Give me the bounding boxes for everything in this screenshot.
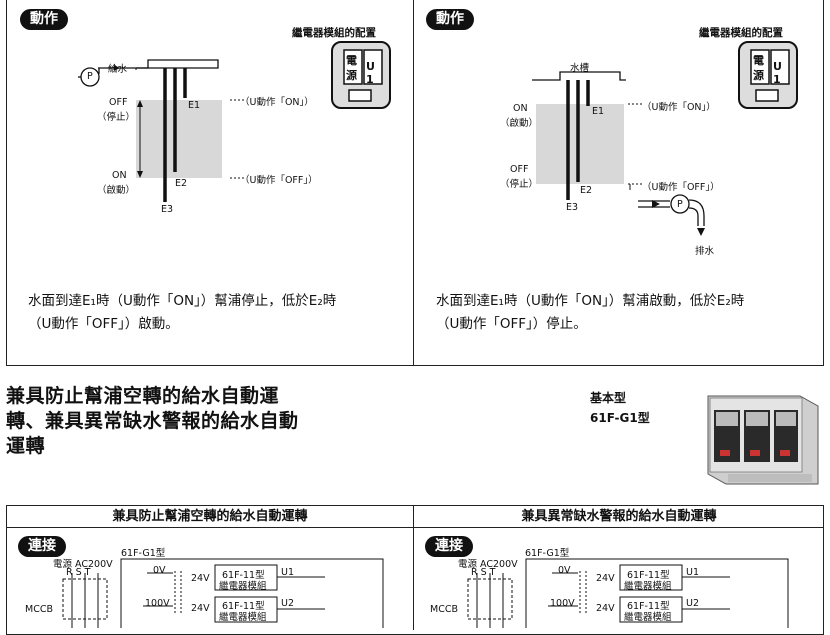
on-sub-label: （啟動） <box>500 118 539 129</box>
supply-label: 給水 <box>108 64 128 75</box>
on-label: ON <box>513 103 528 114</box>
u1-label: U1 <box>281 567 294 578</box>
u-on-label: （U動作「ON」） <box>642 102 716 113</box>
v0-label: 0V <box>558 565 571 576</box>
u-off-label: （U動作「OFF」） <box>240 175 318 186</box>
rst-label: R S T <box>66 567 91 578</box>
bottom-panel-divider <box>413 505 414 630</box>
description-line-2: （U動作「OFF」）啟動。 <box>28 316 179 332</box>
relay-arrangement-figure <box>738 41 798 109</box>
pump-label: P <box>677 199 683 210</box>
relay-power-label: 電源 <box>346 54 357 82</box>
relay-module-1-model: 61F-11型 <box>222 570 265 581</box>
relay-module-1-name: 繼電器模組 <box>219 581 267 592</box>
v24-bottom-label: 24V <box>596 603 615 614</box>
model-label: 61F-G1型 <box>121 548 166 559</box>
action-badge: 動作 <box>426 9 474 30</box>
connection-badge: 連接 <box>425 536 473 557</box>
v100-label: 100V <box>145 598 170 609</box>
rst-label: R S T <box>471 567 496 578</box>
v24-top-label: 24V <box>596 573 615 584</box>
relay-module-1-name: 繼電器模組 <box>624 581 672 592</box>
section-title-line-2: 轉、兼具異常缺水警報的給水自動 <box>6 410 299 432</box>
description: 水面到達E₁時（U動作「ON」）幫浦停止，低於E₂時 （U動作「OFF」）啟動。 <box>28 290 336 336</box>
relay-arrangement-figure <box>331 41 391 109</box>
electrode-e1-label: E1 <box>592 106 605 117</box>
relay-module-2-model: 61F-11型 <box>627 601 670 612</box>
panel-header: 兼具防止幫浦空轉的給水自動運轉 <box>6 505 414 528</box>
section-title: 兼具防止幫浦空轉的給水自動運 轉、兼具異常缺水警報的給水自動 運轉 <box>6 384 299 459</box>
wiring-diagram <box>62 558 384 628</box>
on-label: ON <box>112 170 127 181</box>
model-label: 61F-G1型 <box>525 548 570 559</box>
product-photo <box>707 395 819 485</box>
relay-u-label: U1 <box>366 60 375 86</box>
relay-module-2-name: 繼電器模組 <box>219 612 267 623</box>
drain-label: 排水 <box>695 246 715 257</box>
action-badge: 動作 <box>20 9 68 30</box>
electrode-e2-label: E2 <box>580 185 593 196</box>
off-label: OFF <box>109 97 128 108</box>
electrode-e2-label: E2 <box>175 178 188 189</box>
off-label: OFF <box>510 164 529 175</box>
v24-top-label: 24V <box>191 573 210 584</box>
description: 水面到達E₁時（U動作「ON」）幫浦啟動，低於E₂時 （U動作「OFF」）停止。 <box>436 290 744 336</box>
description-line-1: 水面到達E₁時（U動作「ON」）幫浦停止，低於E₂時 <box>28 293 337 309</box>
model-label: 61F-G1型 <box>590 411 650 425</box>
mccb-label: MCCB <box>430 604 458 615</box>
u-on-label: （U動作「ON」） <box>240 97 314 108</box>
electrode-e3-label: E3 <box>566 202 579 213</box>
v24-bottom-label: 24V <box>191 603 210 614</box>
power-label: 電源 AC200V <box>53 559 113 570</box>
connection-badge: 連接 <box>18 536 66 557</box>
mccb-label: MCCB <box>25 604 53 615</box>
wiring-diagram <box>467 558 789 628</box>
on-sub-label: （啟動） <box>97 185 136 196</box>
u1-label: U1 <box>686 567 699 578</box>
relay-power-label: 電源 <box>753 54 764 82</box>
off-sub-label: （停止） <box>500 179 539 190</box>
relay-module-1-model: 61F-11型 <box>627 570 670 581</box>
tank-label: 水槽 <box>570 63 590 74</box>
top-panel-frame <box>6 0 824 366</box>
off-sub-label: （停止） <box>97 112 136 123</box>
section-title-line-1: 兼具防止幫浦空轉的給水自動運 <box>6 385 280 407</box>
u2-label: U2 <box>686 598 699 609</box>
basic-type-label: 基本型 <box>590 391 627 405</box>
description-line-2: （U動作「OFF」）停止。 <box>436 316 587 332</box>
relay-u-label: U1 <box>773 60 782 86</box>
u2-label: U2 <box>281 598 294 609</box>
electrode-e3-label: E3 <box>161 204 174 215</box>
section-title-line-3: 運轉 <box>6 435 46 457</box>
electrode-e1-label: E1 <box>188 100 201 111</box>
relay-module-2-model: 61F-11型 <box>222 601 265 612</box>
drain-diagram <box>532 71 705 236</box>
relay-arrangement-title: 繼電器模組的配置 <box>699 27 783 39</box>
power-label: 電源 AC200V <box>458 559 518 570</box>
panel-header: 兼具異常缺水警報的給水自動運轉 <box>414 505 824 528</box>
u-off-label: （U動作「OFF」） <box>642 182 720 193</box>
v0-label: 0V <box>153 565 166 576</box>
water-supply-diagram <box>78 59 245 202</box>
v100-label: 100V <box>550 598 575 609</box>
relay-arrangement-title: 繼電器模組的配置 <box>292 27 376 39</box>
description-line-1: 水面到達E₁時（U動作「ON」）幫浦啟動，低於E₂時 <box>436 293 745 309</box>
pump-label: P <box>87 71 93 82</box>
top-panel-divider <box>413 0 414 366</box>
relay-module-2-name: 繼電器模組 <box>624 612 672 623</box>
